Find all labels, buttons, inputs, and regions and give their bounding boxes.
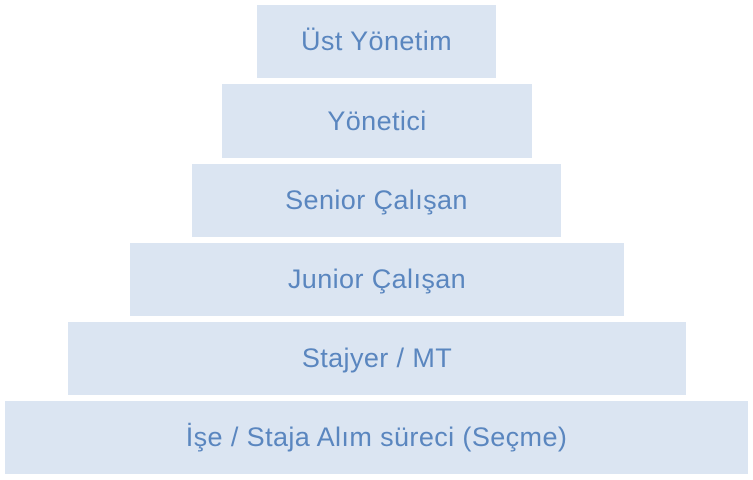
level-label: Senior Çalışan (285, 185, 468, 215)
level-junior-calisan: Junior Çalışan (130, 243, 624, 316)
level-label: İşe / Staja Alım süreci (Seçme) (185, 422, 568, 452)
level-label: Junior Çalışan (287, 264, 467, 294)
level-yonetici: Yönetici (222, 84, 532, 158)
level-label: Stajyer / MT (301, 343, 453, 373)
level-label: Yönetici (327, 105, 427, 136)
level-label: Üst Yönetim (301, 26, 452, 56)
level-senior-calisan: Senior Çalışan (192, 164, 561, 237)
level-ust-yonetim: Üst Yönetim (257, 5, 496, 78)
level-stajyer-mt: Stajyer / MT (68, 322, 686, 395)
level-ise-alim-sureci: İşe / Staja Alım süreci (Seçme) (5, 401, 748, 474)
